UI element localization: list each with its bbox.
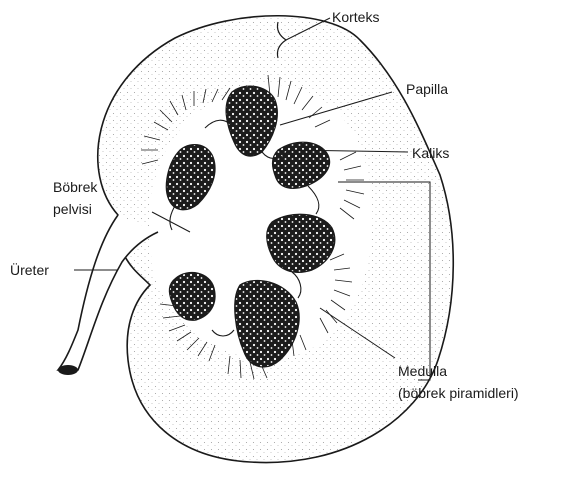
- label-medulla-line1: Medulla: [398, 363, 447, 379]
- label-pelvis-line2: pelvisi: [53, 201, 92, 217]
- ureter-opening: [58, 365, 78, 375]
- label-papilla: Papilla: [406, 81, 448, 97]
- label-pelvis-line1: Böbrek: [53, 179, 98, 195]
- label-medulla-line2: (böbrek piramidleri): [398, 385, 519, 401]
- label-ureter: Üreter: [10, 261, 49, 278]
- label-kaliks: Kaliks: [412, 145, 449, 161]
- label-korteks: Korteks: [332, 9, 379, 25]
